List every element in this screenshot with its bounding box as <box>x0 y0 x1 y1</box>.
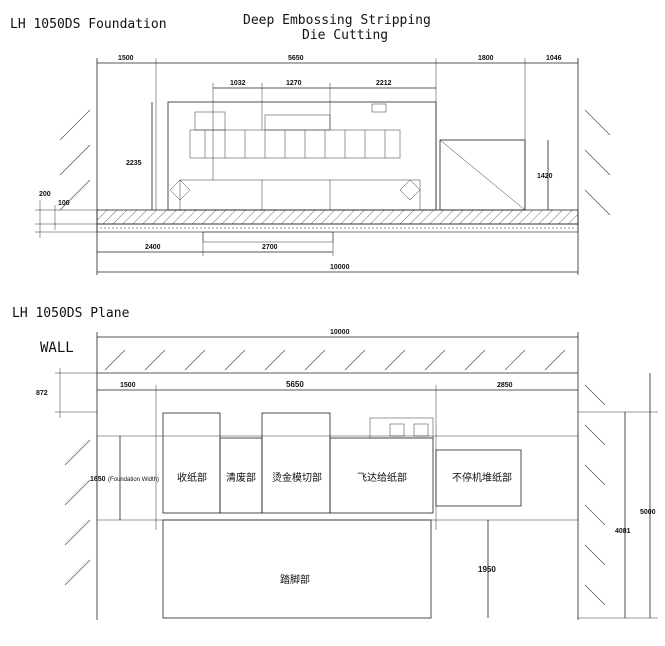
zone-delivery <box>162 412 221 514</box>
dim-2212: 2212 <box>376 80 392 87</box>
dim-4081: 4081 <box>615 528 631 535</box>
zone-nonstop-pile <box>435 449 522 507</box>
dim-plane-1500: 1500 <box>120 382 136 389</box>
dim-200: 200 <box>39 191 51 198</box>
dim-1500: 1500 <box>118 55 134 62</box>
dim-2235: 2235 <box>126 160 142 167</box>
label-nonstop-pile: 不停机堆纸部 <box>452 471 512 484</box>
dim-1650: 1650 <box>90 476 106 483</box>
dim-1270: 1270 <box>286 80 302 87</box>
dim-100: 100 <box>58 200 70 207</box>
label-delivery: 收纸部 <box>177 471 207 484</box>
dim-1800: 1800 <box>478 55 494 62</box>
dim-10000-plane: 10000 <box>330 329 350 336</box>
wall-label: WALL <box>40 340 74 356</box>
foundation-elevation: 1500 5650 1800 1046 1032 1270 2212 <box>35 55 611 275</box>
title-line-1: Deep Embossing Stripping <box>243 13 431 28</box>
dim-10000-foundation: 10000 <box>330 264 350 271</box>
foundation-width-note: (Foundation Width) <box>108 477 159 483</box>
dim-1420: 1420 <box>537 173 553 180</box>
dim-2700: 2700 <box>262 244 278 251</box>
dim-1032: 1032 <box>230 80 246 87</box>
dim-plane-5650: 5650 <box>286 380 304 389</box>
ground-hatch <box>96 209 579 225</box>
zone-die-cutting <box>261 412 331 514</box>
dim-plane-2850: 2850 <box>497 382 513 389</box>
title-line-2: Die Cutting <box>302 28 388 43</box>
label-stripping: 清废部 <box>226 471 256 484</box>
label-feeder: 飞达给纸部 <box>357 471 407 484</box>
dim-5650: 5650 <box>288 55 304 62</box>
dim-872: 872 <box>36 390 48 397</box>
foundation-label: LH 1050DS Foundation <box>10 17 167 32</box>
plane-label: LH 1050DS Plane <box>12 306 130 321</box>
dim-2400: 2400 <box>145 244 161 251</box>
dim-1046: 1046 <box>546 55 562 62</box>
zone-platform <box>162 519 432 619</box>
label-platform: 踏脚部 <box>280 573 310 586</box>
dim-5000: 5000 <box>640 509 656 516</box>
plane-view: 10000 WALL 872 1500 5650 2850 <box>36 329 658 620</box>
dim-1950: 1950 <box>478 565 496 574</box>
label-die-cutting: 烫金模切部 <box>272 471 322 484</box>
